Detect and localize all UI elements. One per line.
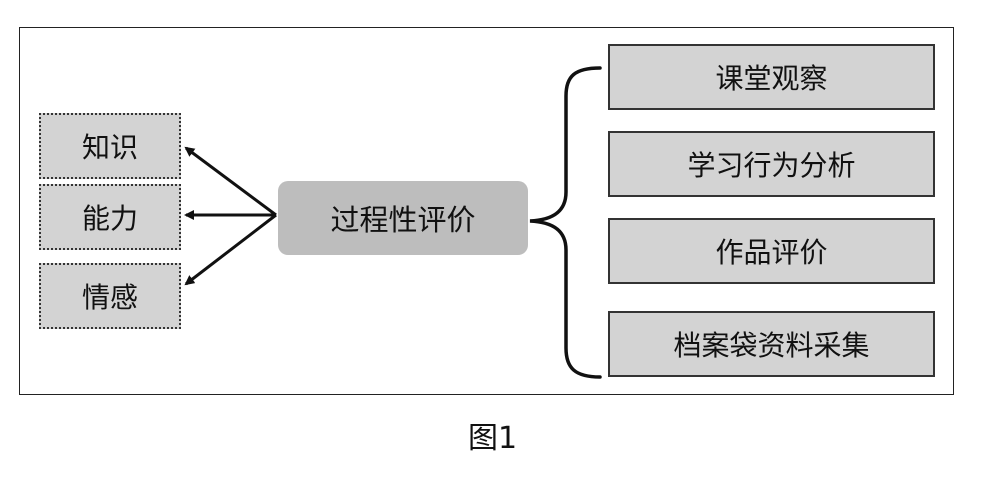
ability-box: 能力 (39, 184, 181, 250)
knowledge-box: 知识 (39, 113, 181, 179)
process-evaluation-box: 过程性评价 (278, 181, 528, 255)
figure-caption: 图1 (467, 421, 518, 456)
classroom-observation-box: 课堂观察 (608, 44, 935, 110)
emotion-box: 情感 (39, 263, 181, 329)
learning-behavior-analysis-box: 学习行为分析 (608, 131, 935, 197)
portfolio-collection-box: 档案袋资料采集 (608, 311, 935, 377)
work-evaluation-box: 作品评价 (608, 218, 935, 284)
